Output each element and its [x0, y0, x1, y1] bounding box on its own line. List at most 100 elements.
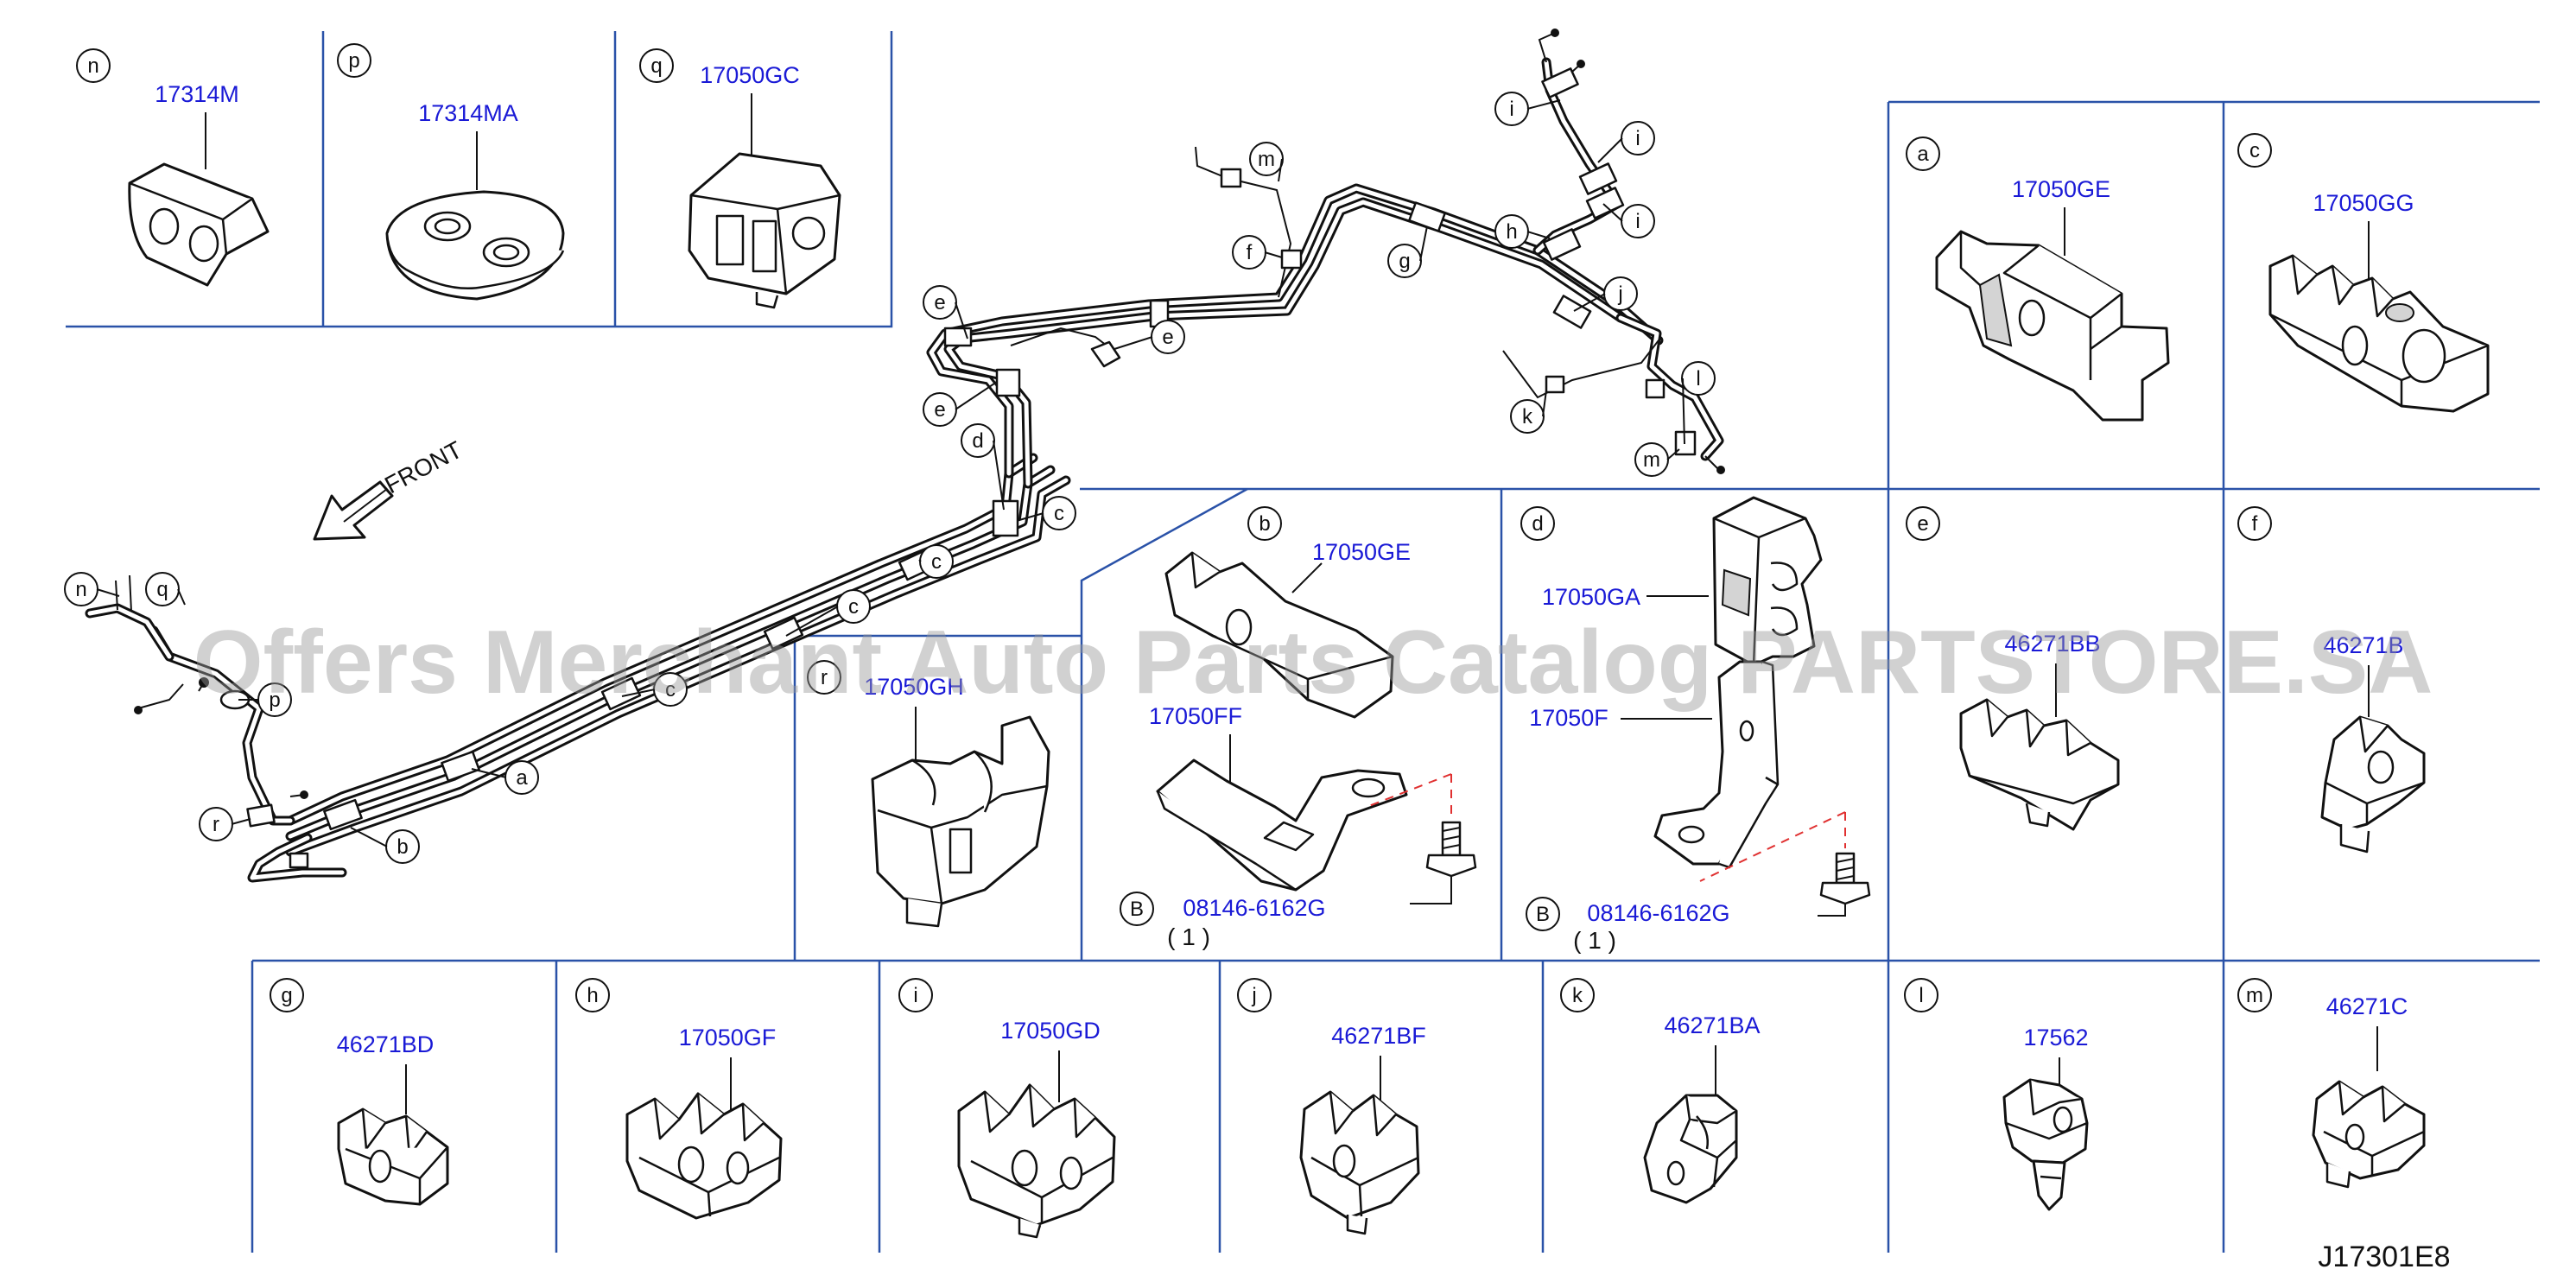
panel-j-letter: j [1251, 984, 1256, 1007]
panel-n-letter: n [87, 54, 98, 78]
callout-c-3: c [848, 595, 859, 619]
bolt-d [1818, 852, 1871, 917]
panel-a-letter: a [1917, 143, 1929, 166]
panel-j-part-number[interactable]: 46271BF [1331, 1023, 1426, 1049]
bolt-b [1410, 821, 1477, 904]
panel-b-letter: b [1259, 512, 1270, 536]
panel-h-part-number[interactable]: 17050GF [679, 1025, 777, 1050]
clip-17050GE-a [1935, 230, 2170, 422]
panel-m: m 46271C [2237, 978, 2426, 1189]
callout-c-2: c [931, 550, 942, 574]
panel-r-part-number[interactable]: 17050GH [864, 674, 964, 700]
panel-a-part-number[interactable]: 17050GE [2012, 176, 2110, 202]
panel-q-letter: q [650, 54, 662, 78]
clip-46271BA [1643, 1094, 1738, 1204]
callout-i-1: i [1509, 98, 1513, 121]
panel-c: c 17050GG [2237, 133, 2490, 413]
panel-d: d 17050GA 17050F B 08146 [1520, 496, 1871, 954]
panel-m-part-number[interactable]: 46271C [2326, 993, 2408, 1019]
panel-e-part-number[interactable]: 46271BB [2004, 631, 2100, 657]
panel-h-letter: h [587, 984, 598, 1007]
diagram-code: J17301E8 [2318, 1241, 2450, 1273]
callout-g-1: g [1399, 250, 1410, 273]
panel-i-letter: i [913, 984, 917, 1007]
panel-r-letter: r [821, 666, 828, 689]
panel-d-bolt-ref: B [1536, 903, 1550, 926]
panel-j: j 46271BF [1237, 978, 1426, 1235]
panel-r: r 17050GH [807, 660, 1050, 928]
panel-q-part-number[interactable]: 17050GC [700, 62, 800, 88]
clip-17562 [2002, 1078, 2089, 1211]
callouts: i i i m f g h j k l m e e e d c c c c a … [64, 92, 1716, 864]
panel-l: l 17562 [1904, 978, 2089, 1211]
panel-d-bracket-part-number[interactable]: 17050F [1529, 705, 1608, 731]
panel-b-bolt-ref: B [1130, 898, 1144, 921]
callout-n-1: n [75, 578, 86, 601]
panel-l-part-number[interactable]: 17562 [2023, 1025, 2088, 1050]
panel-d-bolt-part-number[interactable]: 08146-6162G [1587, 900, 1729, 926]
panel-b: b 17050GE 17050FF B 08146-6162G ( [1120, 506, 1477, 950]
panel-k-letter: k [1572, 984, 1583, 1007]
callout-q-1: q [156, 578, 168, 601]
panel-k: k 46271BA [1560, 978, 1761, 1204]
clip-17050GE-b [1164, 551, 1394, 719]
callout-m-1: m [1258, 148, 1275, 171]
panel-p-part-number[interactable]: 17314MA [418, 100, 518, 126]
panel-n: n 17314M [76, 48, 270, 287]
watermark: Offers Merchant Auto Parts Catalog PARTS… [194, 612, 2433, 713]
panel-b-part-number[interactable]: 17050GE [1312, 539, 1411, 565]
panel-m-letter: m [2246, 984, 2263, 1007]
panel-i-part-number[interactable]: 17050GD [1000, 1018, 1101, 1044]
clip-46271C [2312, 1080, 2426, 1189]
grommet-17314MA [385, 190, 565, 301]
panel-n-part-number[interactable]: 17314M [155, 81, 239, 107]
panel-d-bolt-qty: ( 1 ) [1573, 927, 1616, 954]
panel-c-part-number[interactable]: 17050GG [2313, 190, 2414, 216]
panel-e: e 46271BB [1906, 506, 2120, 831]
clip-17050GF [625, 1092, 783, 1220]
callout-l-1: l [1696, 367, 1700, 390]
panel-k-part-number[interactable]: 46271BA [1664, 1012, 1760, 1038]
panel-a: a 17050GE [1906, 136, 2170, 422]
panel-b-bracket-part-number[interactable]: 17050FF [1149, 703, 1242, 729]
panel-g-part-number[interactable]: 46271BD [337, 1031, 435, 1057]
panel-q: q 17050GC [639, 48, 841, 309]
callout-r-1: r [213, 813, 219, 836]
panel-h: h 17050GF [575, 978, 783, 1220]
clip-17050GH [871, 715, 1050, 928]
panel-f-part-number[interactable]: 46271B [2323, 632, 2403, 658]
panel-f-letter: f [2252, 512, 2258, 536]
clip-17050GD [957, 1083, 1116, 1239]
callout-c-1: c [1054, 502, 1064, 525]
panel-d-part-number[interactable]: 17050GA [1542, 584, 1640, 610]
clip-17050GG [2268, 254, 2490, 413]
brake-fuel-pipe-assembly: i i i m f g h j k l m e e e d c c c c a … [64, 29, 1725, 883]
callout-i-3: i [1635, 210, 1640, 233]
panel-n-circle [76, 48, 111, 83]
panel-b-bolt-qty: ( 1 ) [1167, 923, 1210, 950]
clip-17050GA [1712, 496, 1823, 667]
panel-d-letter: d [1532, 512, 1543, 536]
callout-b-1: b [397, 835, 408, 859]
panel-g: g 46271BD [270, 978, 449, 1206]
callout-e-1: e [934, 291, 945, 314]
callout-f-1: f [1247, 241, 1253, 264]
callout-e-2: e [1162, 326, 1173, 349]
callout-d-1: d [972, 429, 983, 453]
panel-b-bolt-part-number[interactable]: 08146-6162G [1183, 895, 1325, 921]
panel-p-letter: p [348, 49, 359, 73]
panel-e-letter: e [1917, 512, 1928, 536]
callout-p-1: p [269, 689, 280, 712]
bracket-17050FF [1156, 758, 1408, 892]
callout-a-1: a [516, 766, 528, 790]
clip-46271BF [1299, 1090, 1420, 1235]
callout-e-3: e [934, 398, 945, 422]
front-arrow: FRONT [313, 436, 466, 541]
bracket-17050F [1653, 660, 1780, 869]
callout-k-1: k [1522, 405, 1533, 428]
panel-l-letter: l [1919, 984, 1923, 1007]
callout-h-1: h [1506, 220, 1517, 244]
panel-f: f 46271B [2237, 506, 2426, 854]
front-label: FRONT [380, 436, 466, 499]
